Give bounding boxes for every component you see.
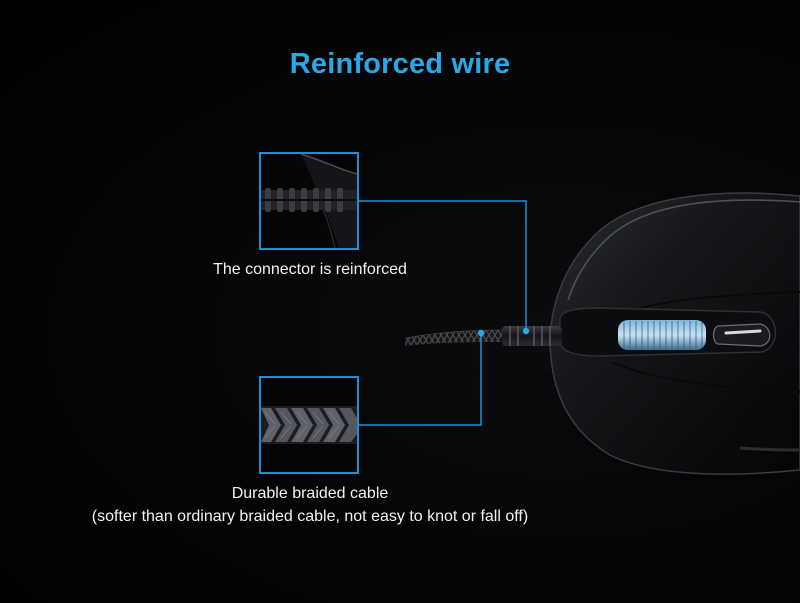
braided-cable-caption-detail: (softer than ordinary braided cable, not…	[91, 508, 529, 525]
leader-dot-connector	[522, 327, 530, 335]
scroll-wheel	[618, 320, 706, 350]
connector-caption: The connector is reinforced	[213, 261, 407, 278]
leader-line-cable	[357, 333, 482, 426]
strain-relief	[502, 326, 562, 346]
dpi-button	[712, 323, 771, 347]
page-title: Reinforced wire	[289, 48, 511, 80]
leader-dot-cable	[477, 329, 485, 337]
leader-line-connector	[357, 200, 527, 331]
braid-photo	[261, 378, 357, 472]
connector-closeup-image	[259, 152, 359, 250]
braided-cable-caption: Durable braided cable	[231, 485, 389, 502]
connector-photo	[261, 154, 357, 248]
braided-cable-closeup-image	[259, 376, 359, 474]
